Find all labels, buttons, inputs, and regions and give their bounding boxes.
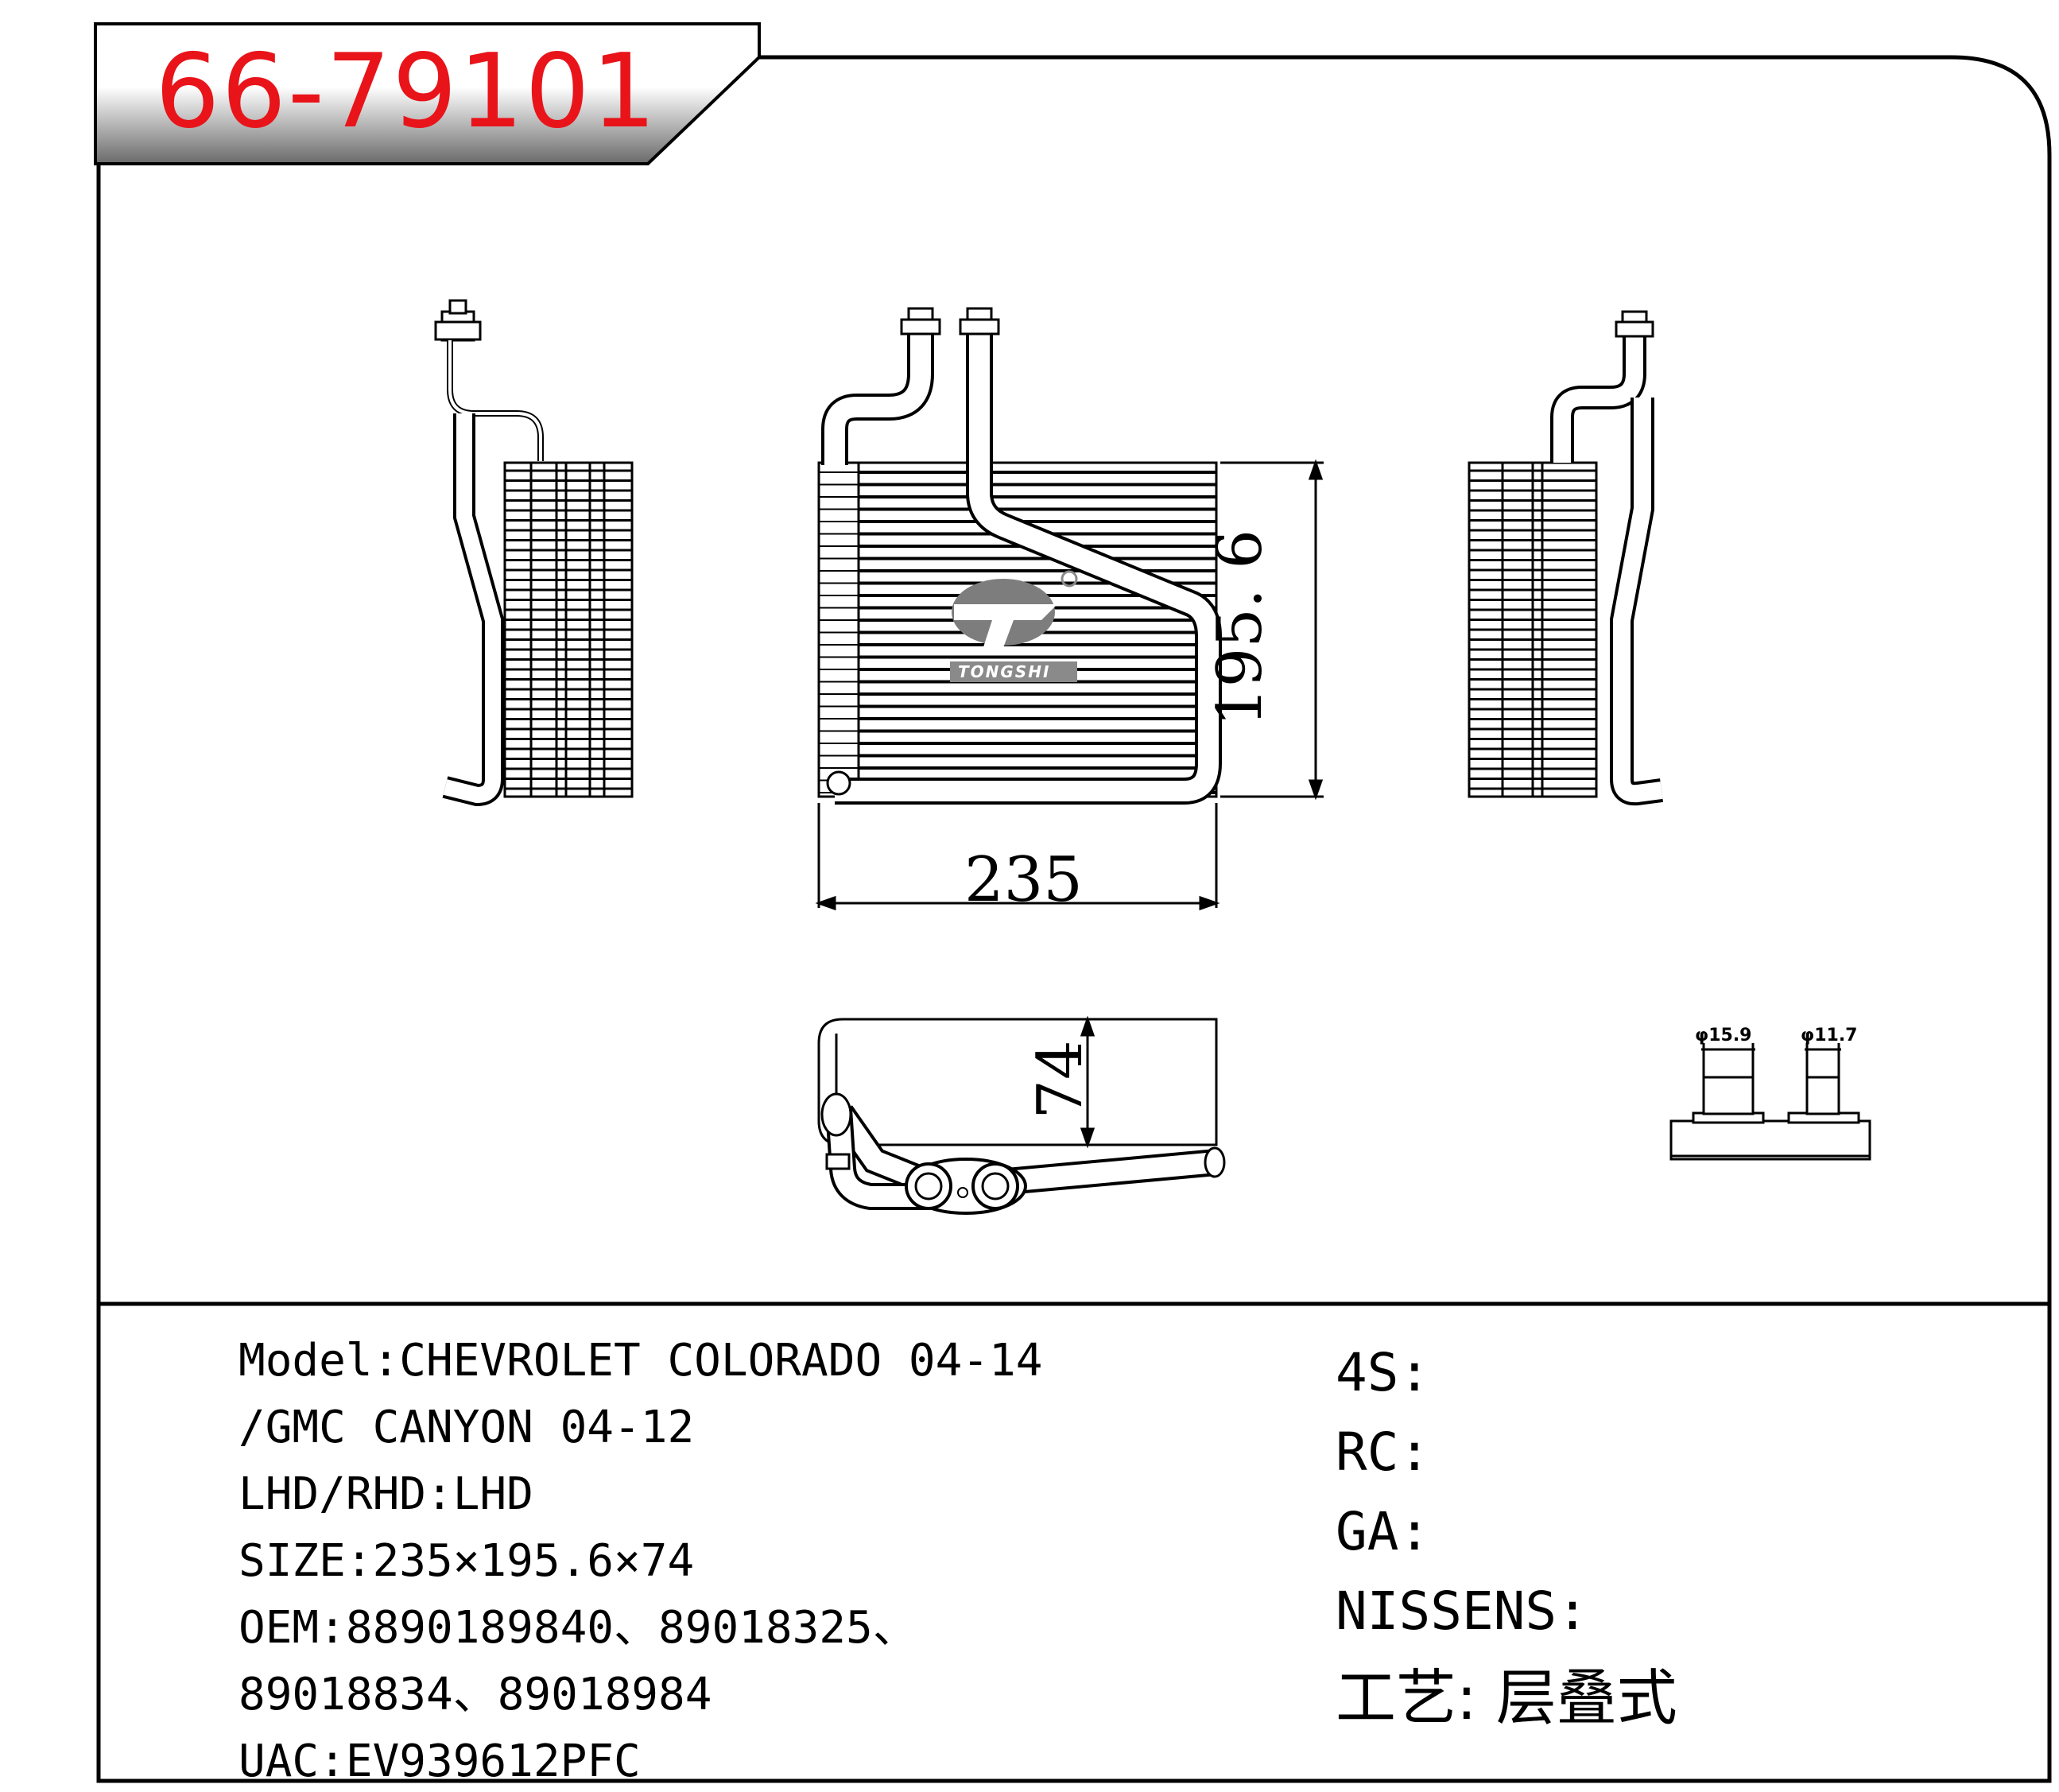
spec-oem-line2: 89018834、89018984 xyxy=(238,1669,712,1720)
brand-logo-text: TONGSHI xyxy=(958,662,1051,681)
spec-4s: 4S: xyxy=(1336,1342,1431,1403)
spec-process: 工艺: 层叠式 xyxy=(1336,1662,1677,1733)
side-view-left xyxy=(434,299,634,807)
height-dimension xyxy=(1220,459,1324,801)
side-left-fins xyxy=(505,463,632,797)
inlet-pipe-diameter: φ15.9 xyxy=(1695,1026,1752,1045)
part-number-title: 66-79101 xyxy=(155,33,658,151)
top-view-pipes xyxy=(820,1092,1226,1215)
outlet-pipe-diameter: φ11.7 xyxy=(1801,1026,1858,1045)
depth-dimension xyxy=(1080,1015,1095,1149)
width-dimension-label: 235 xyxy=(964,844,1083,916)
front-view-pipes xyxy=(821,307,1222,805)
depth-dimension-label: 74 xyxy=(1025,1040,1096,1119)
spec-oem-line1: OEM:8890189840、89018325、 xyxy=(238,1602,917,1654)
side-right-fins xyxy=(1469,463,1596,797)
spec-uac: UAC:EV939612PFC xyxy=(238,1736,641,1787)
side-view-right xyxy=(1468,310,1663,806)
height-dimension-label: 195. 6 xyxy=(1204,529,1276,727)
spec-rc: RC: xyxy=(1336,1422,1431,1483)
brand-logo xyxy=(950,570,1078,682)
spec-nissens: NISSENS: xyxy=(1336,1581,1588,1642)
top-view xyxy=(817,1018,1218,1146)
spec-lhd: LHD/RHD:LHD xyxy=(238,1468,533,1520)
spec-model-line1: Model:CHEVROLET COLORADO 04-14 xyxy=(238,1335,1043,1387)
spec-size: SIZE:235×195.6×74 xyxy=(238,1535,695,1587)
width-dimension xyxy=(815,803,1220,911)
flange-detail xyxy=(1669,1043,1871,1161)
title-tab xyxy=(94,22,761,165)
spec-ga: GA: xyxy=(1336,1501,1431,1562)
outer-frame xyxy=(96,55,2052,1783)
spec-model-line2: /GMC CANYON 04-12 xyxy=(238,1402,695,1453)
